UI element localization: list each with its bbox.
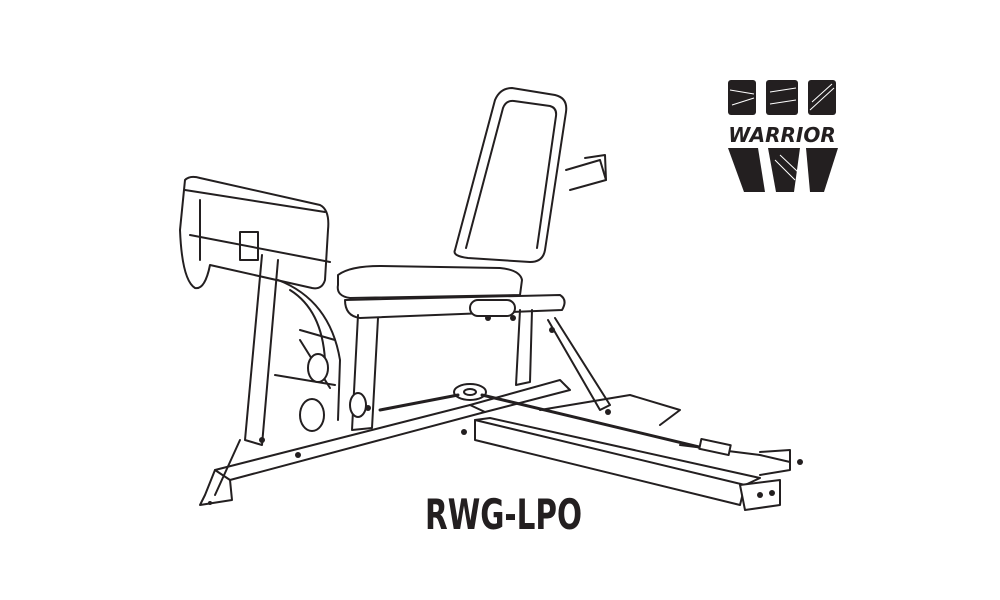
- frame: [199, 254, 791, 511]
- logo-blocks: [728, 80, 838, 192]
- logo-wordmark: WARRIOR: [728, 123, 835, 147]
- pulley-system: [299, 353, 732, 457]
- warrior-logo: WARRIOR: [728, 80, 838, 192]
- model-number-label: RWG-LPO: [425, 490, 583, 539]
- leg-press-pad: [179, 175, 331, 290]
- seat: [336, 265, 566, 319]
- backrest: [453, 87, 607, 263]
- logo-scratches: [729, 83, 835, 181]
- bolts: [208, 315, 803, 505]
